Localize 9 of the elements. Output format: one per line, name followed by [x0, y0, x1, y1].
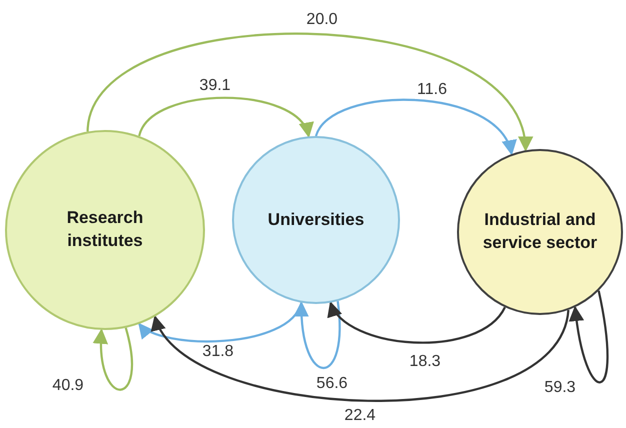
arrow [330, 301, 506, 344]
arrow [294, 301, 341, 369]
edge-label: 11.6 [415, 81, 449, 99]
arrow [315, 98, 514, 156]
arrow [569, 290, 609, 384]
node-label: Universities [268, 208, 364, 231]
node-label: Research institutes [66, 207, 144, 252]
arrow [138, 302, 302, 342]
node-label: Industrial and service sector [482, 209, 598, 254]
